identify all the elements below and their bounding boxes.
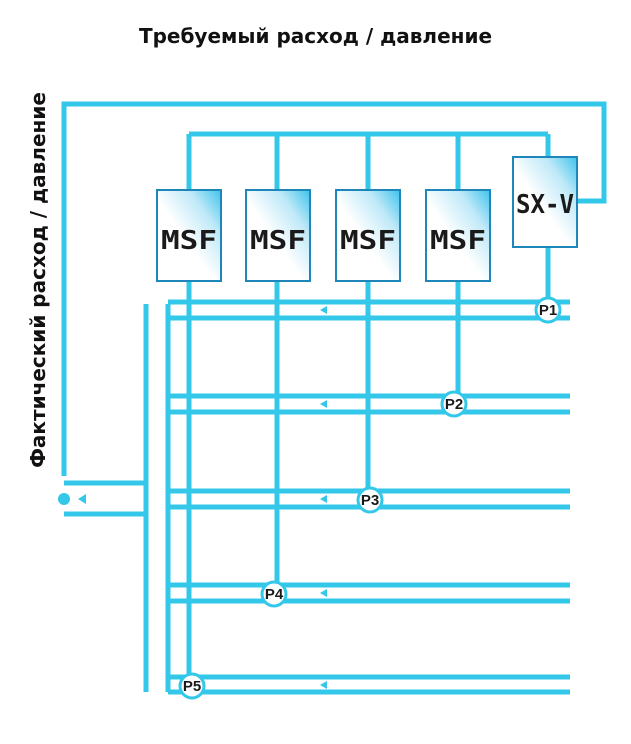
unit-3: MSF [335, 189, 401, 282]
node-circle [178, 672, 206, 700]
node-p1: P1 [534, 296, 562, 324]
inlet-arrow [78, 494, 86, 504]
feedback-pipe [61, 101, 607, 476]
unit-label: MSF [340, 226, 396, 256]
arrow-1 [320, 306, 327, 314]
inlet-dot [58, 493, 70, 505]
pump-units: MSF MSF MSF MSF SX-V [156, 156, 578, 282]
node-p3: P3 [356, 486, 384, 514]
node-circle [534, 296, 562, 324]
node-circle [260, 580, 288, 608]
unit-label: SX-V [516, 190, 574, 220]
node-circle [440, 390, 468, 418]
node-circle [356, 486, 384, 514]
unit-box [335, 189, 401, 282]
node-label: P4 [265, 586, 284, 603]
title-required-flow-pressure: Требуемый расход / давление [138, 24, 493, 48]
node-label: P3 [361, 492, 379, 509]
unit-5: SX-V [512, 156, 578, 248]
flow-arrows [58, 306, 327, 689]
arrow-5 [320, 681, 327, 689]
arrow-2 [320, 400, 327, 408]
node-label: P2 [445, 396, 463, 413]
node-label: P5 [183, 678, 201, 695]
unit-box [156, 189, 222, 282]
node-p2: P2 [440, 390, 468, 418]
unit-2: MSF [245, 189, 311, 282]
unit-box [512, 156, 578, 248]
unit-4: MSF [425, 189, 491, 282]
node-p4: P4 [260, 580, 288, 608]
pipe-network [61, 101, 607, 695]
unit-box [245, 189, 311, 282]
unit-label: MSF [430, 226, 486, 256]
node-p5: P5 [178, 672, 206, 700]
arrow-3 [320, 495, 327, 503]
node-label: P1 [539, 302, 557, 319]
unit-box [425, 189, 491, 282]
arrow-4 [320, 589, 327, 597]
unit-label: MSF [250, 226, 306, 256]
unit-label: MSF [161, 226, 217, 256]
unit-1: MSF [156, 189, 222, 282]
